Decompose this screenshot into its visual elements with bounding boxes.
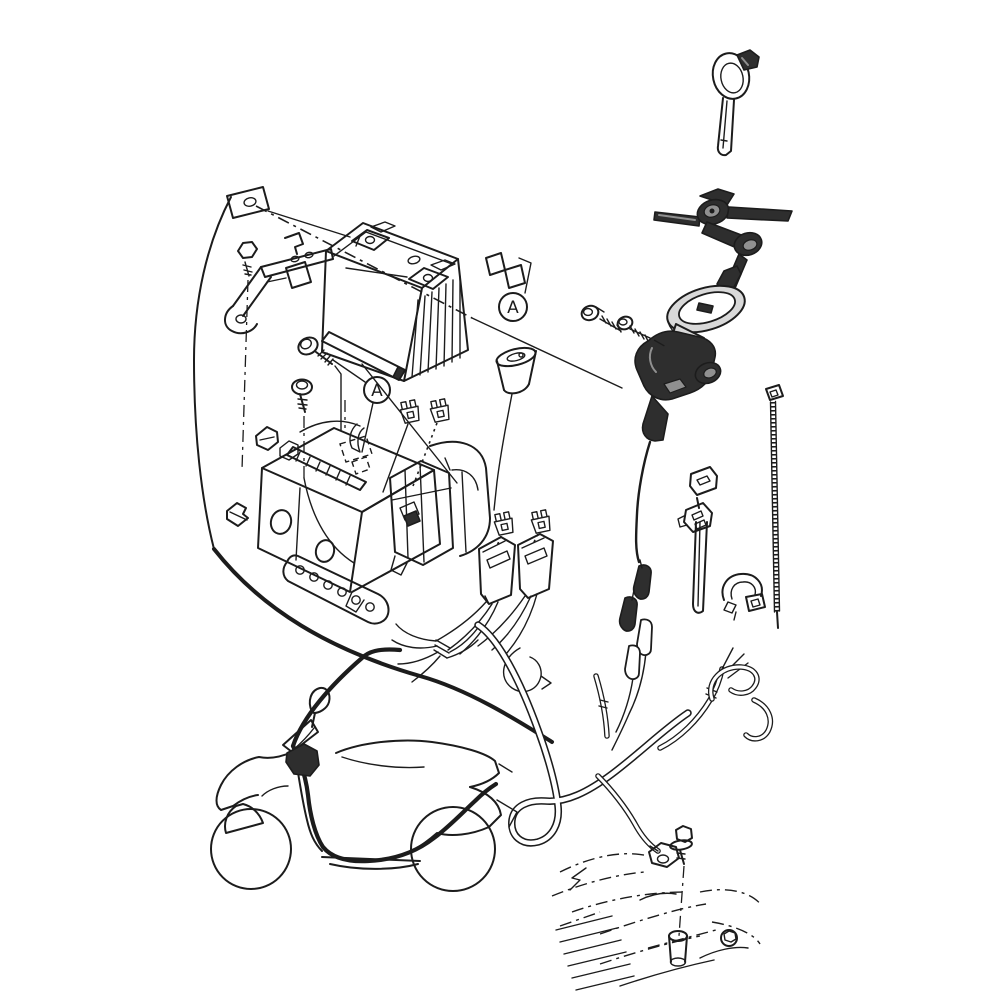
seat [335, 739, 500, 788]
switch-cable [618, 440, 653, 680]
keyhole [696, 302, 714, 314]
callout-a-1: A [498, 292, 528, 322]
ignition-key [711, 49, 760, 157]
ground-terminal [648, 842, 680, 868]
wire-bundle [391, 623, 552, 693]
callout-label: A [507, 298, 519, 318]
cylinder-fins [555, 915, 635, 991]
battery-terminal-1 [351, 221, 396, 251]
rear-wheel [410, 806, 496, 892]
front-wheel [210, 808, 292, 890]
damper-cylinder [493, 346, 537, 511]
switch-screw-2 [616, 315, 651, 342]
wire-clamp [721, 572, 766, 621]
ground-bolt [669, 825, 693, 865]
battery-box [226, 420, 491, 625]
fuse-icon [398, 398, 422, 425]
flange-screw-1 [297, 336, 342, 431]
fuse-icon [492, 510, 516, 537]
fuse-icon [529, 508, 553, 535]
bullet-connector [624, 644, 641, 680]
wire-harness [474, 621, 774, 854]
pigtail-wire [502, 647, 552, 693]
callout-a-2: A [332, 359, 391, 453]
callout-circle [498, 292, 528, 322]
bullet-connector [618, 596, 638, 632]
band-strap [677, 466, 718, 614]
battery-bracket [224, 232, 334, 471]
bullet-connector [632, 564, 652, 600]
callout-circle [363, 376, 391, 404]
battery-terminal-2 [345, 259, 456, 290]
harness-clip [226, 502, 249, 527]
callout-label: A [371, 381, 383, 401]
flange-screw-2 [291, 378, 355, 564]
bracket-bolt [237, 241, 258, 259]
front-fender [224, 803, 264, 834]
cable-tie [765, 384, 784, 629]
fuse-icon [428, 397, 452, 424]
relay-holder [389, 440, 491, 566]
battery [321, 221, 469, 382]
connector-cluster [285, 743, 320, 777]
switch-screw-1 [580, 304, 622, 333]
harness-routing [285, 647, 499, 864]
battery-cushion-strip [321, 331, 458, 484]
body-panel [193, 186, 623, 744]
engine-sketch [551, 825, 763, 991]
terminal-squares [485, 252, 532, 294]
box-bottom-plate [282, 554, 390, 625]
ignition-switch [580, 265, 746, 680]
bracket-tag [285, 261, 312, 289]
